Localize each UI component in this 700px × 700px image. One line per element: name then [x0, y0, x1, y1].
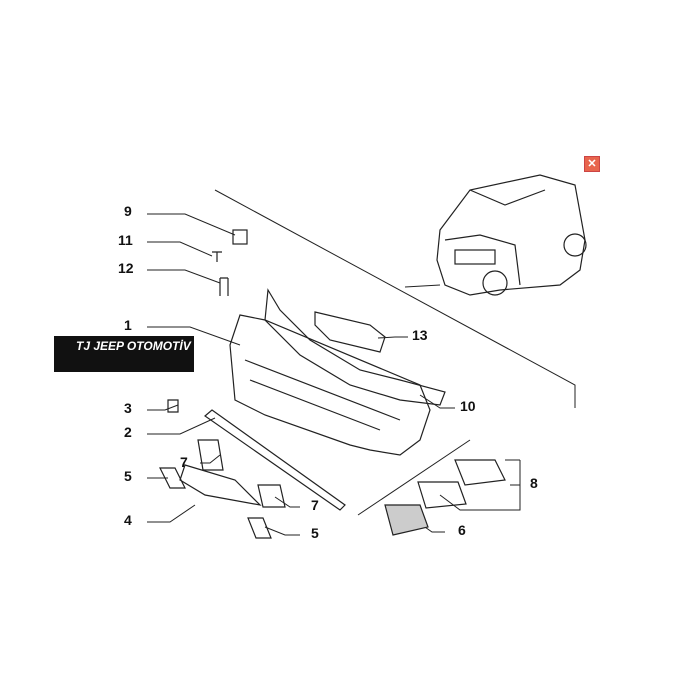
leader-lines — [147, 213, 521, 536]
part-12 — [219, 277, 229, 296]
logo-text: TJ JEEP OTOMOTİV — [76, 339, 191, 353]
callout-12: 12 — [118, 260, 134, 276]
part-6-foglamp — [384, 504, 429, 536]
part-2-strip — [204, 409, 346, 511]
callout-6: 6 — [458, 522, 466, 538]
callout-4: 4 — [124, 512, 132, 528]
callout-3: 3 — [124, 400, 132, 416]
callout-13: 13 — [412, 327, 428, 343]
callout-2: 2 — [124, 424, 132, 440]
part-11 — [212, 251, 222, 262]
watermark-logo: TJ JEEP OTOMOTİV — [54, 336, 194, 372]
part-13 — [314, 311, 386, 353]
part-8b — [417, 481, 467, 509]
close-icon[interactable]: ✕ — [584, 156, 600, 172]
part-4-grille — [179, 464, 262, 506]
part-9 — [232, 229, 248, 245]
callout-10: 10 — [460, 398, 476, 414]
part-5b — [247, 517, 272, 539]
callout-9: 9 — [124, 203, 132, 219]
parts — [159, 229, 506, 539]
callout-5: 5 — [124, 468, 132, 484]
part-5a — [159, 467, 186, 489]
callout-8: 8 — [530, 475, 538, 491]
callout-5: 5 — [311, 525, 319, 541]
callout-7: 7 — [311, 497, 319, 513]
part-8a — [454, 459, 506, 486]
callout-1: 1 — [124, 317, 132, 333]
part-7b — [257, 484, 286, 508]
frame-lines — [214, 189, 576, 516]
callout-11: 11 — [118, 232, 133, 248]
part-1-bumper — [229, 314, 431, 456]
part-3 — [167, 399, 179, 413]
vehicle-drawing — [436, 174, 587, 296]
part-10-spoiler — [264, 288, 446, 406]
part-7a — [197, 439, 224, 471]
callout-7: 7 — [180, 454, 188, 470]
